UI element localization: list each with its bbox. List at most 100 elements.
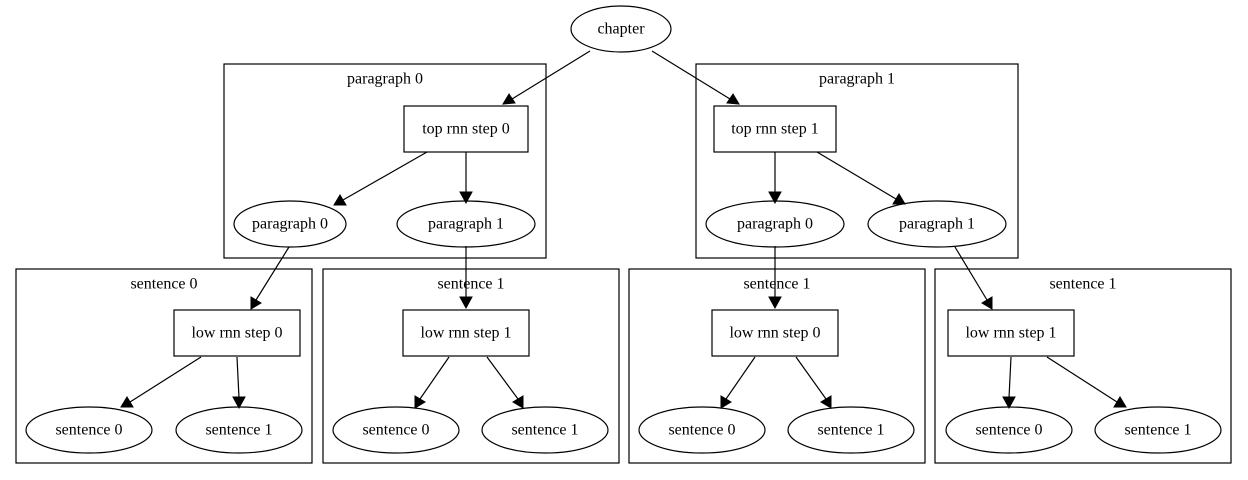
sentence-node: sentence 0 — [638, 406, 766, 454]
arrowhead — [768, 296, 782, 310]
sentence-cluster-0 — [15, 268, 313, 464]
edge-chapter-top1 — [651, 50, 731, 100]
sentence-node-label: sentence 0 — [975, 422, 1042, 439]
sentence-cluster-0-title: sentence 0 — [130, 276, 197, 293]
arrowhead — [459, 191, 473, 205]
sentence-node-shape — [481, 406, 609, 454]
arrowhead — [502, 93, 516, 105]
top-rnn-step-1-label: top rnn step 1 — [731, 121, 819, 138]
paragraph-node-label: paragraph 1 — [428, 216, 504, 233]
arrowhead — [768, 191, 782, 205]
paragraph-cluster-1-title: paragraph 1 — [819, 71, 895, 88]
edge-low0-sent1 — [236, 356, 240, 399]
arrowhead — [120, 396, 134, 408]
low-rnn-step-shape — [947, 309, 1075, 357]
chapter-node-label: chapter — [597, 21, 645, 38]
paragraph-cluster-1 — [695, 63, 1019, 259]
top-rnn-step-1-shape — [713, 105, 837, 153]
arrowhead — [333, 194, 347, 206]
sentence-node-label: sentence 0 — [55, 422, 122, 439]
paragraph-node-shape — [867, 200, 1007, 248]
edge-low0b-sent0 — [725, 356, 756, 400]
edge-low1-sent0 — [419, 356, 450, 400]
sentence-node-label: sentence 1 — [511, 422, 578, 439]
sentence-node-shape — [175, 406, 303, 454]
edge-low1b-sent1 — [1046, 356, 1118, 403]
edge-low0b-sent1 — [795, 356, 827, 400]
sentence-node-label: sentence 1 — [205, 422, 272, 439]
sentence-node: sentence 0 — [25, 406, 153, 454]
edge-top0-par0 — [342, 151, 428, 201]
low-rnn-step-shape — [402, 309, 530, 357]
sentence-cluster-2 — [628, 268, 926, 464]
paragraph-node: paragraph 0 — [233, 200, 347, 248]
paragraph-node-shape — [233, 200, 347, 248]
low-rnn-step-label: low rnn step 0 — [729, 325, 820, 342]
arrowhead — [459, 296, 473, 310]
arrowhead — [512, 395, 524, 409]
sentence-node-shape — [1094, 406, 1222, 454]
sentence-cluster-2-title: sentence 1 — [743, 276, 810, 293]
arrowhead — [1002, 396, 1016, 410]
low-rnn-step-node: low rnn step 0 — [173, 309, 301, 357]
arrowhead — [414, 395, 426, 409]
chapter-node-shape — [570, 5, 672, 53]
edges — [120, 50, 1127, 410]
paragraph-node-shape — [396, 200, 536, 248]
low-rnn-step-node: low rnn step 1 — [947, 309, 1075, 357]
sentence-node-label: sentence 1 — [1124, 422, 1191, 439]
paragraph-node-label: paragraph 1 — [899, 216, 975, 233]
paragraph-node: paragraph 1 — [867, 200, 1007, 248]
edge-low1b-sent0 — [1008, 356, 1012, 399]
low-rnn-step-node: low rnn step 1 — [402, 309, 530, 357]
paragraph-node: paragraph 1 — [396, 200, 536, 248]
sentence-node: sentence 0 — [332, 406, 460, 454]
paragraph-node-label: paragraph 0 — [737, 216, 813, 233]
sentence-node-shape — [332, 406, 460, 454]
top-rnn-step-0-label: top rnn step 0 — [422, 121, 510, 138]
sentence-node-shape — [25, 406, 153, 454]
paragraph-cluster-0 — [223, 63, 547, 259]
edge-par0-low0 — [255, 246, 290, 301]
paragraph-cluster-0-title: paragraph 0 — [347, 71, 423, 88]
sentence-node-label: sentence 0 — [668, 422, 735, 439]
paragraph-node-label: paragraph 0 — [252, 216, 328, 233]
top-rnn-step-0-shape — [403, 105, 529, 153]
arrowhead — [892, 193, 906, 205]
arrowhead — [1113, 396, 1127, 408]
sentence-node-shape — [945, 406, 1073, 454]
arrowhead — [720, 395, 732, 409]
paragraph-node-shape — [705, 200, 845, 248]
sentence-cluster-1-title: sentence 1 — [437, 276, 504, 293]
low-rnn-step-shape — [173, 309, 301, 357]
root-node: chapter — [570, 5, 672, 53]
sentence-node-shape — [787, 406, 915, 454]
edge-low0-sent0 — [129, 356, 202, 403]
sentence-node-label: sentence 0 — [362, 422, 429, 439]
edge-chapter-top0 — [511, 50, 591, 100]
low-rnn-step-shape — [711, 309, 839, 357]
sentence-node: sentence 1 — [175, 406, 303, 454]
paragraph-node: paragraph 0 — [705, 200, 845, 248]
sentence-node: sentence 1 — [787, 406, 915, 454]
sentence-node: sentence 1 — [481, 406, 609, 454]
low-rnn-step-label: low rnn step 1 — [420, 325, 511, 342]
arrowhead — [250, 296, 262, 310]
sentence-cluster-3-title: sentence 1 — [1049, 276, 1116, 293]
low-rnn-step-node: low rnn step 0 — [711, 309, 839, 357]
edge-top1-par1 — [816, 151, 897, 200]
top-rnn-step-1-node: top rnn step 1 — [713, 105, 837, 153]
edge-par1b-low1 — [954, 246, 988, 301]
sentence-node-shape — [638, 406, 766, 454]
arrowhead — [726, 93, 740, 105]
arrowhead — [820, 395, 832, 409]
arrowhead — [981, 296, 993, 310]
low-rnn-step-label: low rnn step 0 — [191, 325, 282, 342]
sentence-node: sentence 0 — [945, 406, 1073, 454]
sentence-node: sentence 1 — [1094, 406, 1222, 454]
top-rnn-step-0-node: top rnn step 0 — [403, 105, 529, 153]
arrowhead — [232, 396, 246, 410]
sentence-cluster-3 — [934, 268, 1232, 464]
sentence-node-label: sentence 1 — [817, 422, 884, 439]
